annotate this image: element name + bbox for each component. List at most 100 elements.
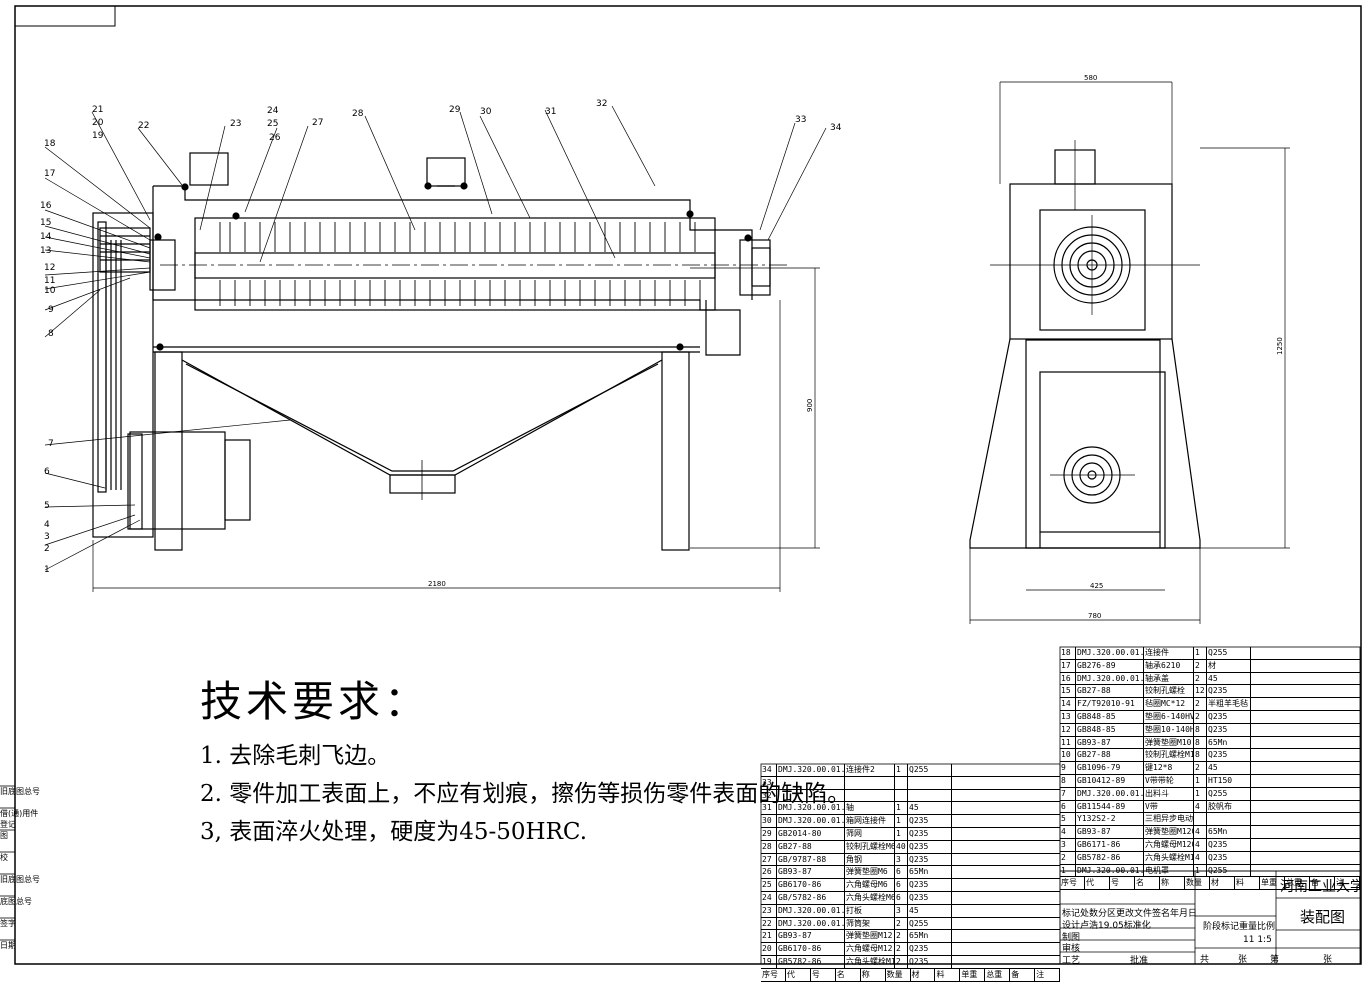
bom-cell: Q255 [908,917,952,930]
bom-cell: 18 [1060,647,1076,659]
svg-text:20: 20 [92,118,104,128]
bom-cell: GB93-87 [1076,736,1144,749]
bom-cell: DMJ.320.00.01.08 [1077,672,1144,685]
bom-cell: 16 [1060,672,1076,685]
bom-cell: 筛筒架 [845,917,895,930]
bom-cell: 15 [1060,685,1076,698]
bom-cell: 2 [1194,762,1207,774]
bom-cell: 4 [1194,838,1207,851]
bom-cell: V带 [1144,800,1194,813]
bom-cell: 1 [895,827,908,840]
bom-cell: 垫圈6-140HV [1145,710,1194,723]
bom-header-cell: 名 [1135,877,1160,890]
bom-cell: 六角头螺栓M12 [845,955,895,968]
bom-cell: 键12*8 [1144,762,1194,774]
bom-cell: Q235 [908,943,952,955]
bom-cell [845,789,895,802]
bom-cell: 3 [1060,838,1076,851]
bom-cell: 材 [1207,659,1251,672]
bom-cell: Y132S2-2 [1076,813,1144,826]
bom-cell: DMJ.320.00.01.11 [778,904,845,917]
bom-cell: Q255 [908,764,952,776]
svg-text:18: 18 [44,139,56,149]
bom-header-cell: 名 [836,968,861,981]
bom-cell: 26 [761,866,777,879]
bom-cell: 胶帆布 [1207,800,1251,813]
bom-cell: 10 [1060,749,1076,762]
svg-text:425: 425 [1090,582,1103,590]
bom-cell: 34 [761,764,777,776]
bom-cell: 45 [908,802,952,815]
bom-cell: 三相异步电动机 [1145,813,1194,826]
bom-header-cell: 材 [911,968,936,981]
bom-cell: 1 [1194,647,1207,659]
bom-cell: 2 [895,943,908,955]
sheet-num: 第 [1270,955,1280,965]
bom-cell: 弹簧垫圈M12 [845,930,895,943]
bom-cell: 2 [1060,851,1076,864]
bom-cell: GB5782-86 [777,955,845,968]
svg-text:30: 30 [480,107,492,117]
leader-lines [44,105,827,571]
bom-cell: Q235 [1207,838,1251,851]
bom-cell: 29 [761,827,777,840]
side-label: 日期 [0,941,16,950]
bom-cell: GB/5782-86 [777,891,845,904]
bom-cell: 4 [1060,826,1076,838]
bom-cell: 1 [1060,864,1076,877]
bom-header-cell: 数量 [886,968,911,981]
bom-cell: Q235 [908,853,952,866]
bom-cell: 轴承6210 [1144,659,1194,672]
bom-cell [1194,813,1207,826]
bom-cell: 28 [761,840,777,853]
bom-cell: Q255 [1207,787,1251,800]
bom-cell: 65Mn [908,930,952,943]
bom-cell: 19 [761,955,777,968]
bom-cell: DMJ.320.00.01.07 [1077,787,1144,800]
bom-cell: 25 [761,879,777,891]
bom-cell: 铰制孔螺栓M6 [846,840,895,853]
bom-cell: 六角螺母M120 [1145,838,1194,851]
svg-text:19: 19 [92,131,104,141]
bom-cell: GB93-87 [777,866,845,879]
svg-text:34: 34 [830,123,842,133]
bom-cell: 连接件2 [845,764,895,776]
bom-table-upper: 18DMJ.320.00.01.09连接件1Q25517GB276-89轴承62… [1060,647,1360,891]
process-label: 工艺 [1062,956,1081,966]
bom-cell: 6 [895,891,908,904]
bom-cell: GB93-87 [1076,826,1144,838]
bom-header-cell: 数量 [1185,877,1210,890]
svg-text:1: 1 [44,565,50,575]
bom-cell: 1 [895,802,908,815]
bom-cell: 24 [761,891,777,904]
bom-cell: 2 [1194,659,1207,672]
bom-cell: 12 [1194,685,1207,698]
bom-cell: 筛网 [845,827,895,840]
bom-cell: V带带轮 [1144,774,1194,787]
bom-cell: 12 [1060,723,1076,736]
bom-cell: 31 [761,802,777,815]
svg-text:2: 2 [44,544,50,554]
bom-cell: Q255 [1207,647,1251,659]
svg-text:24: 24 [267,106,279,116]
svg-text:22: 22 [138,121,149,131]
bom-cell: 17 [1060,659,1076,672]
bom-cell: Q235 [908,815,952,827]
bom-header-cell: 料 [935,968,961,981]
bom-header-cell: 注 [1035,968,1060,981]
bom-header-cell: 称 [861,968,886,981]
bom-cell: 6 [895,866,908,879]
bom-header-cell: 单重 [1260,877,1285,890]
bom-cell: 45 [908,904,952,917]
bom-cell: GB5782-86 [1076,851,1144,864]
bom-row: 33 [761,776,1060,790]
